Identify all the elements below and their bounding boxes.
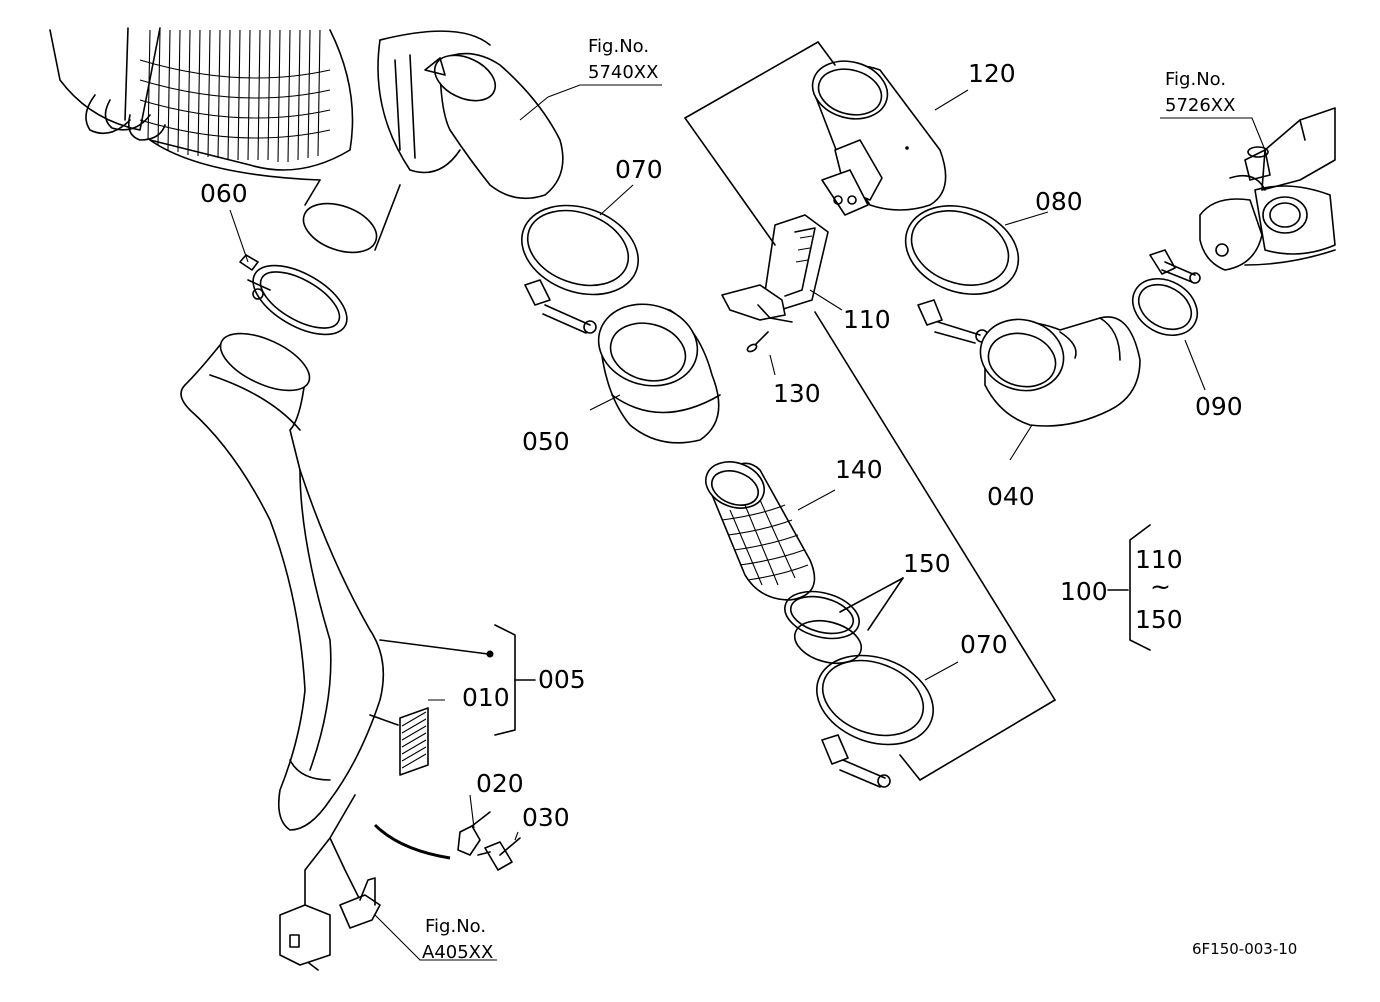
label-050[interactable]: 050 [522, 427, 570, 456]
hose-clamp-070-upper [521, 204, 639, 334]
fig-ref-number[interactable]: 5726XX [1165, 95, 1235, 116]
label-120[interactable]: 120 [968, 59, 1016, 88]
fig-ref-a405xx[interactable]: Fig.No. A405XX [422, 916, 493, 963]
label-150-range[interactable]: 150 [1135, 605, 1183, 634]
air-cleaner-body [49, 27, 564, 254]
hose-clamp-070-lower [816, 654, 934, 788]
fig-ref-5726xx[interactable]: Fig.No. 5726XX [1165, 69, 1235, 116]
turbocharger [1199, 107, 1336, 271]
hose-clamp-060 [239, 254, 348, 336]
fig-ref-label: Fig.No. [1165, 69, 1226, 90]
fig-ref-label: Fig.No. [588, 36, 649, 57]
label-150[interactable]: 150 [903, 549, 951, 578]
fig-ref-label: Fig.No. [425, 916, 486, 937]
coupling-hose-050 [597, 303, 721, 444]
label-110[interactable]: 110 [843, 305, 891, 334]
bolt-030 [477, 837, 521, 871]
label-030[interactable]: 030 [522, 803, 570, 832]
label-010[interactable]: 010 [462, 683, 510, 712]
diagram-code: 6F150-003-10 [1192, 940, 1297, 958]
screw-130 [746, 331, 769, 353]
assembly-frame-100 [684, 41, 1056, 781]
leader-lines [229, 84, 1266, 961]
label-100[interactable]: 100 [1060, 577, 1108, 606]
o-ring-150 [784, 577, 904, 665]
label-060[interactable]: 060 [200, 179, 248, 208]
warning-label-010 [399, 707, 429, 776]
mount-bracket [279, 794, 451, 971]
air-flow-sensor-110 [721, 214, 829, 323]
assembly-bracket-005 [369, 624, 536, 736]
label-020[interactable]: 020 [476, 769, 524, 798]
elbow-hose-040 [979, 316, 1141, 427]
label-tilde: ~ [1150, 572, 1171, 601]
fig-ref-number[interactable]: 5740XX [588, 62, 658, 83]
label-070-lower[interactable]: 070 [960, 630, 1008, 659]
label-130[interactable]: 130 [773, 379, 821, 408]
label-040[interactable]: 040 [987, 482, 1035, 511]
intake-hose-005 [180, 332, 385, 831]
part-labels: 060 070 120 080 110 130 050 140 090 040 … [200, 59, 1243, 832]
hose-clamp-080 [904, 205, 1020, 344]
label-080[interactable]: 080 [1035, 187, 1083, 216]
label-070-upper[interactable]: 070 [615, 155, 663, 184]
screen-140 [705, 461, 816, 601]
fig-ref-number[interactable]: A405XX [422, 942, 493, 963]
label-110-range[interactable]: 110 [1135, 545, 1183, 574]
label-005[interactable]: 005 [538, 665, 586, 694]
hose-clamp-090 [1132, 249, 1201, 337]
sensor-body-120 [811, 60, 947, 216]
label-140[interactable]: 140 [835, 455, 883, 484]
fig-ref-5740xx[interactable]: Fig.No. 5740XX [588, 36, 658, 83]
sensor-020 [457, 811, 491, 856]
label-090[interactable]: 090 [1195, 392, 1243, 421]
